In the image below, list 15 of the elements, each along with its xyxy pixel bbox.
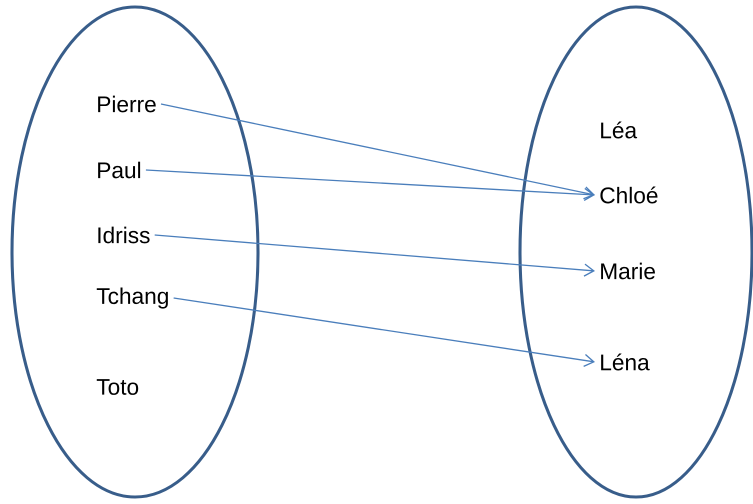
arrow <box>174 297 596 367</box>
name-label: Toto <box>96 379 138 395</box>
arrow <box>160 103 595 200</box>
name-label: Paul <box>98 162 140 178</box>
name-label: Tchang <box>96 287 168 309</box>
ellipse-outline <box>10 5 260 499</box>
ellipse-outline <box>518 5 753 499</box>
arrow <box>146 169 595 201</box>
name-label: Marie <box>601 262 655 280</box>
name-label: Chloé <box>600 186 658 204</box>
name-label: Idriss <box>98 226 150 244</box>
name-label: Léa <box>601 122 638 138</box>
name-label: Pierre <box>98 96 156 112</box>
name-label: Léna <box>601 354 650 370</box>
arrow <box>154 234 595 277</box>
